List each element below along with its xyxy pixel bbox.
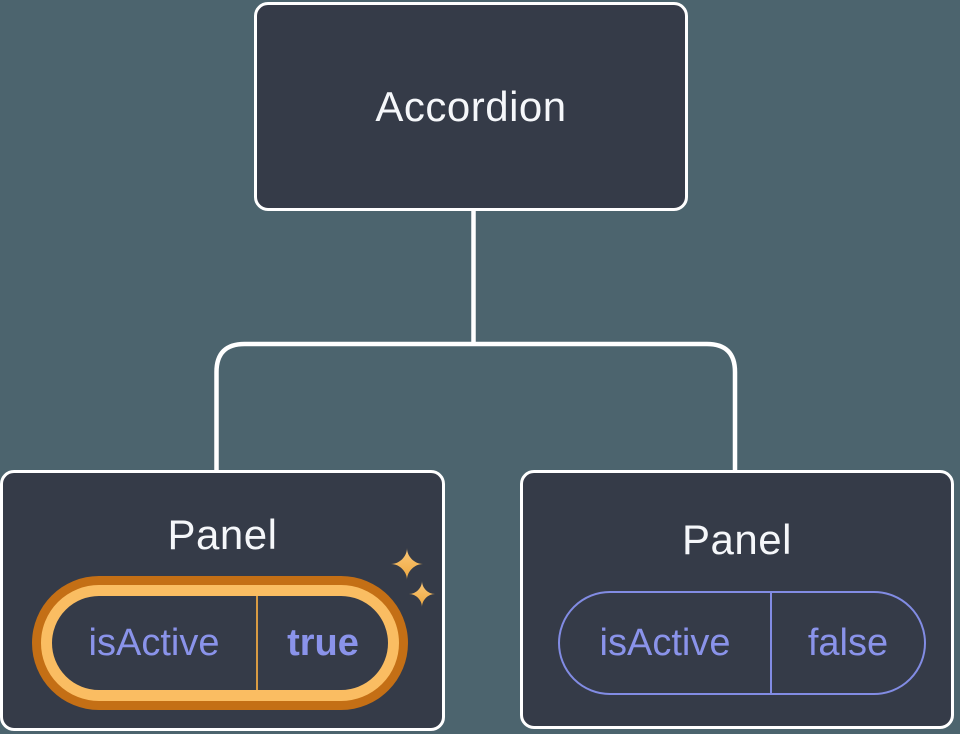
- node-panel-inactive: Panel isActive false: [520, 470, 954, 729]
- state-pill-divider: [770, 593, 772, 693]
- node-panel-active-title: Panel: [167, 511, 278, 558]
- state-name-label: isActive: [599, 621, 731, 664]
- state-pill-divider: [256, 596, 258, 690]
- sparkles-icon: [391, 548, 435, 607]
- state-name-label: isActive: [88, 621, 220, 664]
- node-panel-active: Panel isActive true: [0, 470, 445, 731]
- state-value-label: true: [287, 621, 359, 664]
- state-pill-inactive: isActive false: [558, 591, 926, 695]
- node-accordion: Accordion: [254, 2, 688, 211]
- state-pill-active: isActive true: [41, 585, 399, 701]
- sparkle-small: [409, 581, 435, 607]
- node-accordion-title: Accordion: [375, 82, 567, 130]
- node-panel-inactive-title: Panel: [682, 516, 792, 563]
- sparkle-large: [391, 548, 423, 580]
- connector-branch-bracket: [214, 341, 738, 470]
- state-value-label: false: [807, 621, 889, 664]
